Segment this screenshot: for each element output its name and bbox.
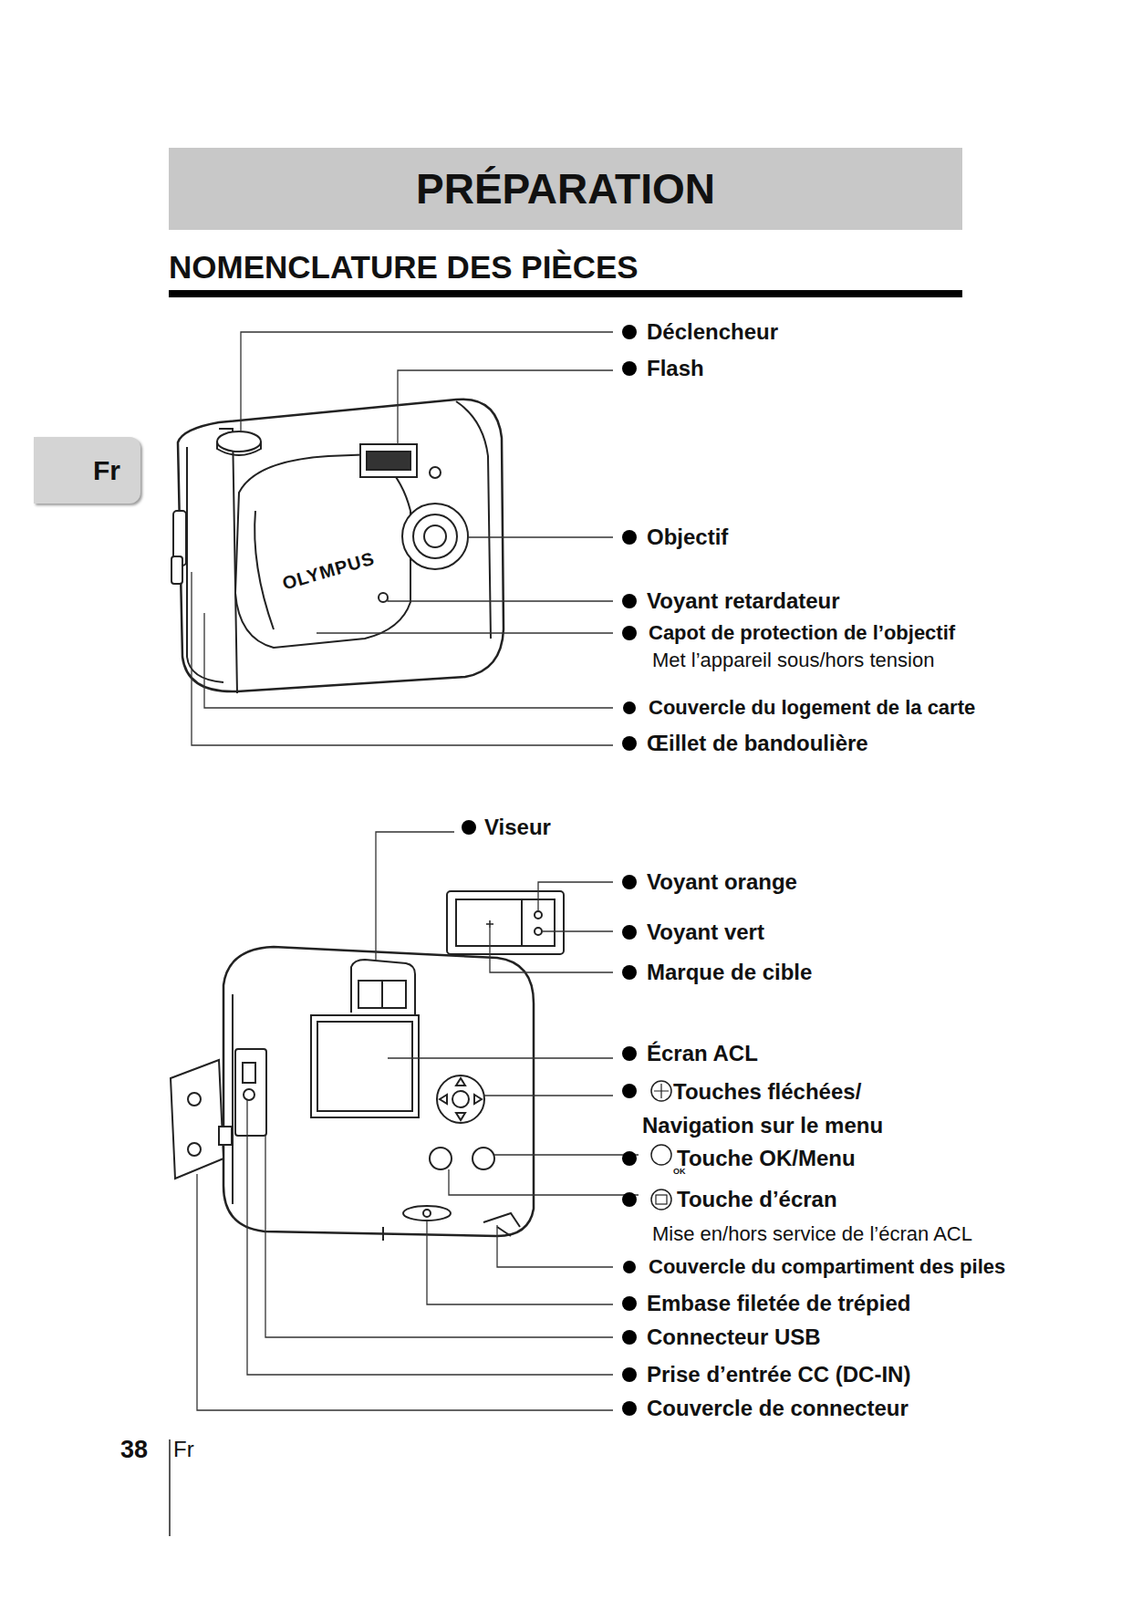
part-label: Couvercle de connecteur xyxy=(646,1395,909,1423)
part-label: Flash xyxy=(646,355,705,383)
part-label: Touche d’écran xyxy=(676,1186,838,1214)
part-note: Mise en/hors service de l’écran ACL xyxy=(652,1222,973,1247)
part-label: Voyant orange xyxy=(646,869,798,896)
part-label: Voyant vert xyxy=(646,919,765,946)
part-label: Capot de protection de l’objectif xyxy=(648,621,956,645)
part-label: Couvercle du logement de la carte xyxy=(648,695,976,720)
part-label: Embase filetée de trépied xyxy=(646,1290,911,1318)
part-label: Connecteur USB xyxy=(646,1324,821,1351)
part-label: Touche OK/Menu xyxy=(676,1145,856,1173)
icon-text: OK xyxy=(673,1166,686,1177)
part-label: Objectif xyxy=(646,524,728,551)
part-label: Voyant retardateur xyxy=(646,588,841,615)
part-label: Déclencheur xyxy=(646,319,779,346)
part-label: Viseur xyxy=(484,814,551,842)
node-text: Fr xyxy=(93,455,121,487)
language-tab: Fr xyxy=(33,436,141,504)
title-band: PRÉPARATION xyxy=(168,147,963,230)
part-note: Met l’appareil sous/hors tension xyxy=(652,648,935,673)
part-label: Œillet de bandoulière xyxy=(646,730,869,758)
node-text: PRÉPARATION xyxy=(415,164,716,214)
section-heading: NOMENCLATURE DES PIÈCES xyxy=(168,248,639,287)
part-label: Marque de cible xyxy=(646,959,812,987)
part-label: Touches fléchées/ Navigation sur le menu xyxy=(642,1074,907,1143)
part-label: Couvercle du compartiment des piles xyxy=(648,1255,1006,1279)
page-number: 38 xyxy=(120,1434,148,1465)
language-mark: Fr xyxy=(173,1436,195,1464)
part-label: Prise d’entrée CC (DC-IN) xyxy=(646,1361,911,1389)
part-label: Écran ACL xyxy=(646,1040,759,1068)
